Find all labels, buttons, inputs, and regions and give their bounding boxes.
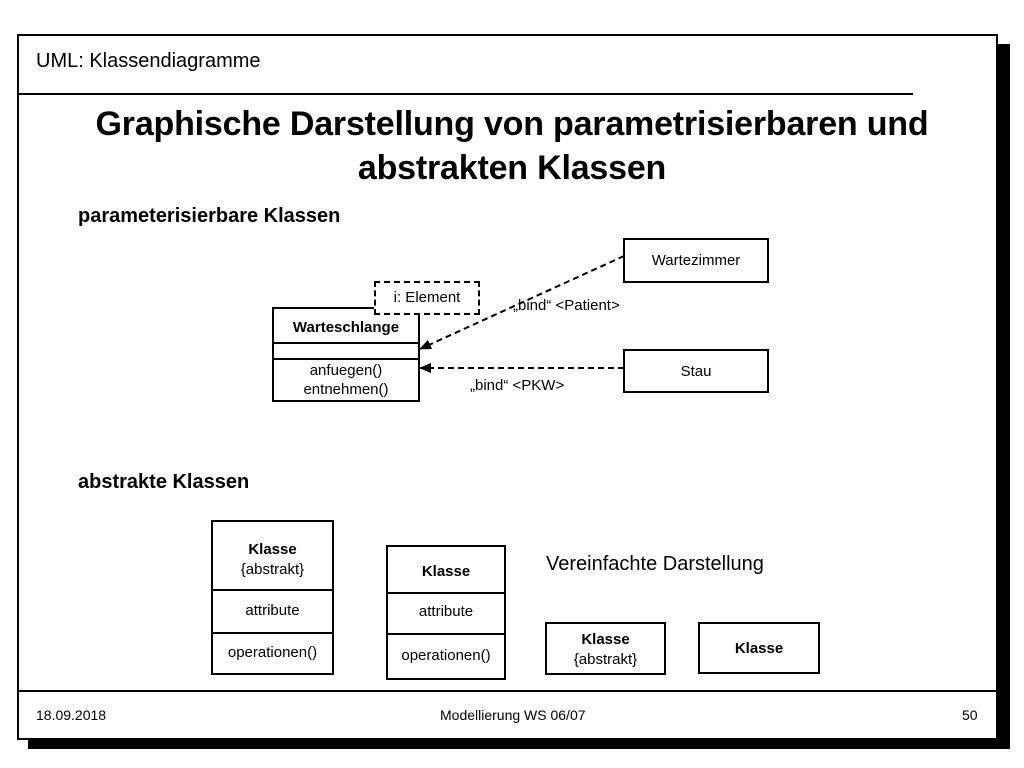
operation-item: entnehmen() — [303, 381, 389, 398]
compartment-divider — [388, 592, 504, 594]
class-name: Klasse — [734, 640, 784, 657]
class-name: Wartezimmer — [651, 252, 741, 269]
operation-item: anfuegen() — [309, 362, 383, 379]
footer-divider — [18, 690, 997, 692]
simplified-class-box-name-only: Klasse — [698, 622, 820, 674]
class-warteschlange: Warteschlange anfuegen() entnehmen() — [272, 307, 420, 402]
class-operations: operationen() — [227, 644, 318, 661]
page-title: Graphische Darstellung von parametrisier… — [40, 102, 984, 190]
class-name: Klasse — [421, 563, 471, 580]
compartment-divider — [213, 632, 332, 634]
abstract-class-box-full: Klasse {abstrakt} attribute operationen(… — [211, 520, 334, 675]
simplified-representation-heading: Vereinfachte Darstellung — [546, 553, 764, 575]
bind-arrow-patient — [419, 255, 625, 350]
class-stau: Stau — [623, 349, 769, 393]
heading-abstract-classes: abstrakte Klassen — [78, 471, 250, 493]
class-stereotype: {abstrakt} — [240, 561, 305, 578]
page-title-line-1: Graphische Darstellung von parametrisier… — [95, 105, 929, 143]
heading-parameterized-classes: parameterisierbare Klassen — [78, 205, 341, 227]
class-name: Klasse — [581, 631, 630, 648]
operations-list: anfuegen() entnehmen() — [274, 361, 418, 399]
compartment-divider — [388, 633, 504, 635]
section-title: UML: Klassendiagramme — [36, 50, 261, 72]
slide-frame — [17, 34, 998, 740]
bind-label-pkw: „bind“ <PKW> — [470, 377, 565, 394]
abstract-class-box-italic: Klasse attribute operationen() — [386, 545, 506, 680]
class-attributes: attribute — [418, 603, 474, 620]
class-attributes: attribute — [245, 602, 300, 619]
class-operations: operationen() — [401, 647, 491, 664]
class-wartezimmer: Wartezimmer — [623, 238, 769, 283]
simplified-class-box-stereotype: Klasse {abstrakt} — [545, 622, 666, 675]
template-parameter-box: i: Element — [374, 281, 480, 315]
page-number: 50 — [962, 707, 978, 723]
class-name: Stau — [680, 363, 712, 380]
footer-course: Modellierung WS 06/07 — [440, 707, 586, 723]
footer-date: 18.09.2018 — [36, 707, 107, 723]
page-title-line-2: abstrakten Klassen — [357, 149, 667, 187]
compartment-divider — [274, 358, 418, 360]
class-name: Klasse — [248, 541, 297, 558]
bind-label-patient: „bind“ <Patient> — [513, 297, 620, 314]
header-divider — [18, 93, 913, 95]
compartment-divider — [213, 589, 332, 591]
class-stereotype: {abstrakt} — [573, 651, 638, 668]
compartment-divider — [274, 342, 418, 344]
class-name: Warteschlange — [292, 319, 400, 336]
